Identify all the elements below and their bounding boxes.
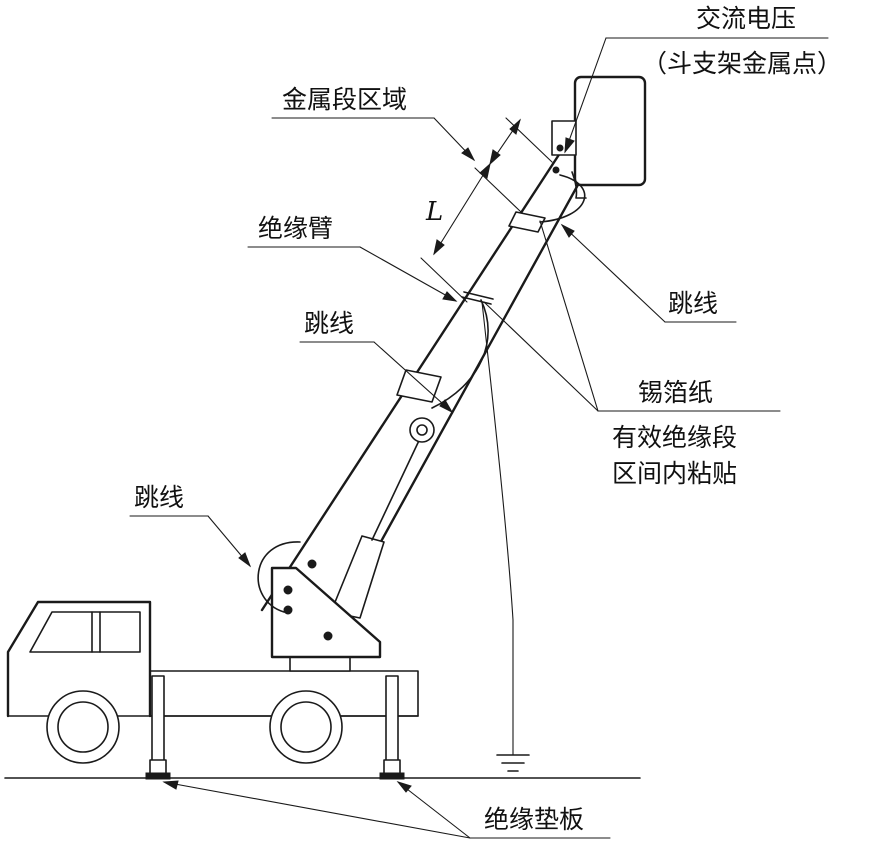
dimension-L: L bbox=[420, 117, 553, 303]
hydraulic-cylinder bbox=[330, 429, 425, 619]
label-paste-line1: 有效绝缘段 bbox=[612, 423, 737, 452]
label-tin-foil: 锡箔纸 bbox=[638, 378, 713, 407]
label-jumper-middle: 跳线 bbox=[304, 309, 354, 338]
label-insulating-pad: 绝缘垫板 bbox=[484, 805, 584, 834]
jumper-bucket bbox=[539, 174, 586, 223]
labels: 交流电压 （斗支架金属点） 金属段区域 绝缘臂 跳线 跳线 跳线 锡箔纸 有效绝… bbox=[134, 4, 842, 834]
bucket-bracket bbox=[551, 120, 577, 156]
leader-lines bbox=[129, 37, 829, 839]
jumpers bbox=[257, 174, 586, 613]
ground-wire bbox=[481, 301, 530, 772]
label-paste-line2: 区间内粘贴 bbox=[612, 459, 737, 488]
truck bbox=[6, 600, 419, 780]
jumper-boom bbox=[431, 299, 489, 409]
jumper-turret bbox=[257, 541, 301, 613]
truck-cab bbox=[6, 600, 152, 718]
boom-joints bbox=[396, 211, 546, 403]
label-jumper-right: 跳线 bbox=[668, 289, 718, 318]
right-outrigger bbox=[379, 675, 405, 780]
turret-base bbox=[289, 656, 351, 672]
cab-window bbox=[29, 611, 141, 653]
label-metal-section: 金属段区域 bbox=[282, 85, 407, 114]
bucket-body bbox=[573, 75, 647, 187]
label-bucket-metal-point: （斗支架金属点） bbox=[642, 49, 842, 78]
label-jumper-left: 跳线 bbox=[134, 483, 184, 512]
turret-bracket bbox=[270, 559, 382, 659]
left-outrigger bbox=[145, 675, 171, 780]
bucket bbox=[551, 75, 647, 199]
label-insulating-arm: 绝缘臂 bbox=[258, 214, 333, 243]
length-label: L bbox=[425, 197, 443, 227]
label-ac-voltage: 交流电压 bbox=[696, 4, 796, 33]
